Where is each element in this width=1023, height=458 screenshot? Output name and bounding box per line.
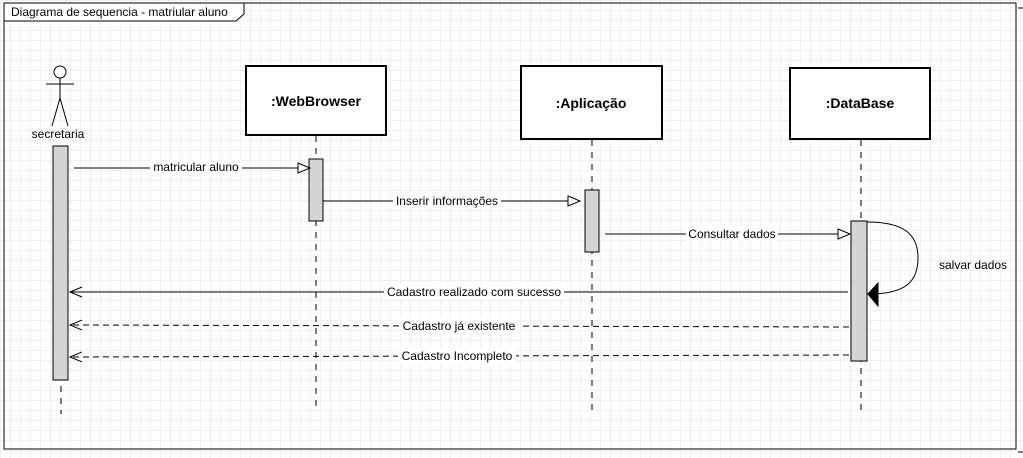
diagram-frame: Diagrama de sequencia - matriular aluno [3, 2, 1023, 453]
actor-label: secretaria [32, 127, 85, 141]
participant-database[interactable]: :DataBase [789, 67, 931, 140]
message-label: matricular aluno [153, 160, 239, 174]
database-activation [850, 220, 868, 362]
webbrowser-activation [308, 158, 324, 222]
message-inserir-informacoes[interactable]: Inserir informações [323, 192, 580, 208]
actor-secretaria[interactable]: secretaria [32, 65, 85, 141]
participant-aplicacao-label: :Aplicação [556, 95, 627, 111]
message-label: Inserir informações [396, 194, 498, 208]
message-label: Cadastro já existente [403, 319, 516, 333]
message-matricular-aluno[interactable]: matricular aluno [74, 159, 310, 175]
message-salvar-dados[interactable]: salvar dados [866, 221, 1007, 308]
participant-aplicacao[interactable]: :Aplicação [520, 65, 663, 140]
message-label: Cadastro Incompleto [402, 349, 513, 363]
message-cadastro-realizado[interactable]: Cadastro realizado com sucesso [70, 283, 848, 299]
message-cadastro-incompleto[interactable]: Cadastro Incompleto [70, 348, 850, 364]
message-cadastro-ja-existente[interactable]: Cadastro já existente [70, 317, 850, 333]
participant-database-label: :DataBase [826, 95, 895, 111]
participant-webbrowser[interactable]: :WebBrowser [245, 65, 387, 136]
message-label: Consultar dados [688, 227, 775, 241]
message-label: salvar dados [939, 258, 1007, 272]
arrowhead-filled [867, 281, 879, 308]
frame-title: Diagrama de sequencia - matriular aluno [11, 5, 228, 19]
message-label: Cadastro realizado com sucesso [387, 285, 561, 299]
actor-activation [52, 145, 69, 381]
participant-webbrowser-label: :WebBrowser [271, 93, 362, 109]
message-consultar-dados[interactable]: Consultar dados [605, 225, 850, 241]
aplicacao-activation [584, 189, 600, 253]
